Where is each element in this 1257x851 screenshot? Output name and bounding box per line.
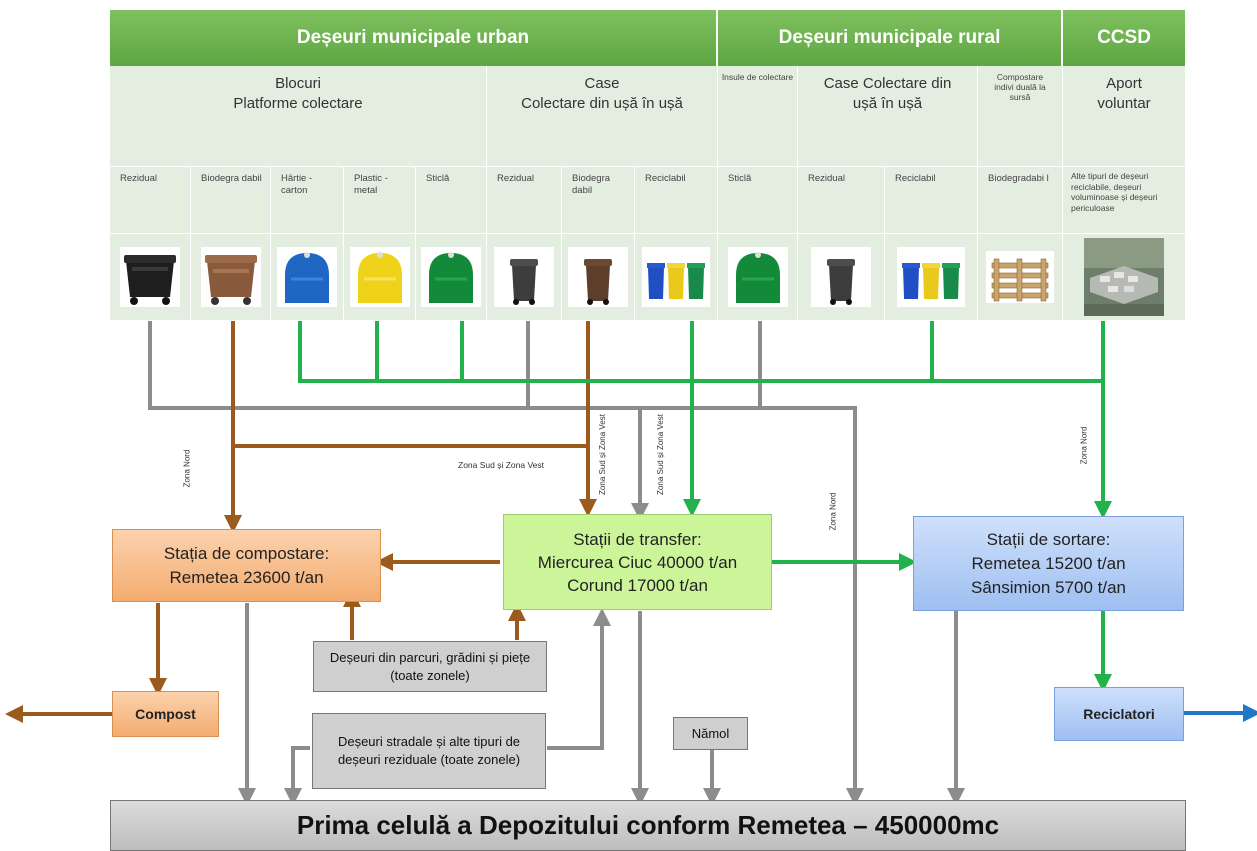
recyclers-box: Reciclatori xyxy=(1054,687,1184,741)
label-zona-sud-vest: Zona Sud și Zona Vest xyxy=(458,460,544,470)
case-rural-subtitle: Colectare din ușă în ușă xyxy=(852,75,952,112)
header-ccsd: CCSD xyxy=(1063,10,1185,66)
blocuri-title: Blocuri xyxy=(275,75,321,92)
image-cell xyxy=(885,234,978,320)
sorting-station-sansimion: Sânsimion 5700 t/an xyxy=(971,577,1126,597)
transfer-station-box: Stații de transfer: Miercurea Ciuc 40000… xyxy=(503,514,772,610)
brown-small-bin-icon xyxy=(568,247,628,307)
recyclers-text: Reciclatori xyxy=(1083,706,1155,722)
case-urban-subtitle: Colectare din ușă în ușă xyxy=(521,95,683,112)
type-cell: Reciclabil xyxy=(885,167,978,233)
type-cell: Biodegra dabil xyxy=(191,167,271,233)
sludge-box: Nămol xyxy=(673,717,748,750)
image-cell xyxy=(487,234,562,320)
landfill-text: Prima celulă a Depozitului conform Remet… xyxy=(296,810,1000,840)
subheader-case-rural: Case Colectare din ușă în ușă xyxy=(798,66,978,166)
image-cell xyxy=(562,234,635,320)
label-zona-nord-mid: Zona Nord xyxy=(828,492,838,531)
label-zona-sud-vest-v1: Zona Sud și Zona Vest xyxy=(597,414,607,495)
compost-station-box: Stația de compostare: Remetea 23600 t/an xyxy=(112,529,381,602)
parks-waste-text: Deșeuri din parcuri, grădini și piețe (t… xyxy=(329,649,531,683)
transfer-station-ciuc: Miercurea Ciuc 40000 t/an xyxy=(537,552,738,572)
type-cell: Alte tipuri de deșeuri reciclabile, deșe… xyxy=(1063,167,1185,233)
blocuri-subtitle: Platforme colectare xyxy=(233,95,363,112)
type-cell: Sticlă xyxy=(416,167,487,233)
image-cell xyxy=(344,234,416,320)
green-bell-container-icon xyxy=(727,247,788,307)
green-bell-container-icon xyxy=(421,247,481,307)
image-cell xyxy=(271,234,344,320)
subheader-blocuri: Blocuri Platforme colectare xyxy=(110,66,487,166)
three-color-bins-icon xyxy=(642,247,710,307)
type-cell: Rezidual xyxy=(798,167,885,233)
aport-title: Aport xyxy=(1106,75,1142,92)
blue-bell-container-icon xyxy=(277,247,337,307)
type-cell: Rezidual xyxy=(110,167,191,233)
subheader-compostare: Compostare indivi duală la sursă xyxy=(978,66,1063,166)
type-cell: Plastic - metal xyxy=(344,167,416,233)
header-urban: Deșeuri municipale urban xyxy=(110,10,718,66)
compost-station-capacity: Remetea 23600 t/an xyxy=(169,567,324,587)
collection-site-photo-icon xyxy=(1084,238,1164,316)
three-color-bins-icon xyxy=(897,247,965,307)
compost-output-text: Compost xyxy=(135,706,196,722)
sorting-station-remetea: Remetea 15200 t/an xyxy=(971,553,1126,573)
sorting-station-box: Stații de sortare: Remetea 15200 t/an Sâ… xyxy=(913,516,1184,611)
dark-bin-icon xyxy=(494,247,554,307)
type-cell: Rezidual xyxy=(487,167,562,233)
wooden-composter-icon xyxy=(986,251,1054,303)
aport-subtitle: voluntar xyxy=(1097,95,1151,112)
image-cell xyxy=(718,234,798,320)
compost-output-box: Compost xyxy=(112,691,219,737)
label-zona-nord-right: Zona Nord xyxy=(1079,426,1089,465)
subheader-case-urban: Case Colectare din ușă în ușă xyxy=(487,66,718,166)
label-zona-sud-vest-v2: Zona Sud și Zona Vest xyxy=(655,414,665,495)
image-cell xyxy=(798,234,885,320)
subheader-insule: Insule de colectare xyxy=(718,66,798,166)
compost-station-title: Stația de compostare: xyxy=(163,543,330,563)
parks-waste-box: Deșeuri din parcuri, grădini și piețe (t… xyxy=(313,641,547,692)
case-rural-title: Case xyxy=(823,75,859,92)
yellow-bell-container-icon xyxy=(349,247,410,307)
transfer-station-corund: Corund 17000 t/an xyxy=(567,575,708,595)
label-zona-nord-left: Zona Nord xyxy=(182,449,192,488)
dark-bin-icon xyxy=(811,247,871,307)
image-cell xyxy=(1063,234,1185,320)
street-waste-text: Deșeuri stradale și alte tipuri de deșeu… xyxy=(337,734,521,767)
image-cell xyxy=(110,234,191,320)
type-cell: Biodegradabi l xyxy=(978,167,1063,233)
black-bin-icon xyxy=(120,247,180,307)
image-cell xyxy=(191,234,271,320)
street-waste-box: Deșeuri stradale și alte tipuri de deșeu… xyxy=(312,713,546,789)
case-urban-title: Case xyxy=(584,75,620,92)
sludge-text: Nămol xyxy=(691,725,730,741)
type-cell: Sticlă xyxy=(718,167,798,233)
image-cell xyxy=(416,234,487,320)
header-rural: Deșeuri municipale rural xyxy=(718,10,1063,66)
transfer-station-title: Stații de transfer: xyxy=(573,529,702,549)
landfill-box: Prima celulă a Depozitului conform Remet… xyxy=(110,800,1186,851)
image-cell xyxy=(978,234,1063,320)
type-cell: Reciclabil xyxy=(635,167,718,233)
type-cell: Biodegra dabil xyxy=(562,167,635,233)
brown-bin-icon xyxy=(200,247,261,307)
sorting-station-title: Stații de sortare: xyxy=(986,529,1111,549)
type-cell: Hârtie - carton xyxy=(271,167,344,233)
subheader-aport: Aport voluntar xyxy=(1063,66,1185,166)
image-cell xyxy=(635,234,718,320)
